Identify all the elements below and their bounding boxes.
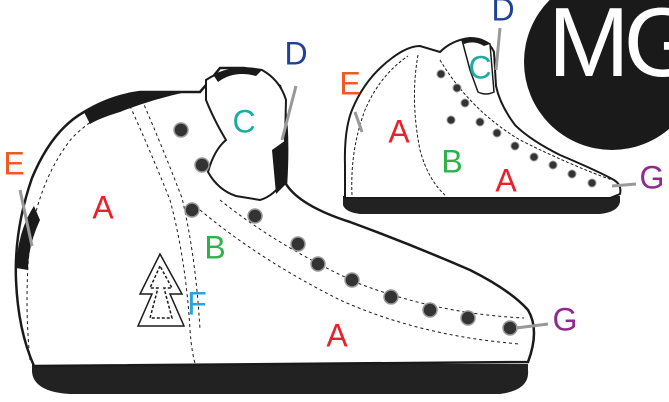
label-small-b: B [441, 143, 462, 179]
label-large-d: D [284, 35, 307, 71]
small-eyelet [476, 118, 484, 126]
label-small-a-right: A [495, 162, 517, 198]
small-eyelet [461, 99, 469, 107]
large-eyelet [248, 209, 262, 223]
small-leader-g [612, 184, 636, 186]
large-eyelet [291, 237, 305, 251]
small-eyelet [493, 129, 501, 137]
label-large-g: G [553, 301, 578, 337]
large-eyelet [311, 257, 325, 271]
label-large-f: F [187, 285, 207, 321]
small-eyelet [511, 142, 519, 150]
small-leader-d [496, 28, 500, 70]
large-eyelet [503, 321, 517, 335]
label-small-e: E [339, 65, 360, 101]
small-eyelet [453, 84, 461, 92]
small-eyelet [549, 161, 557, 169]
large-eyelet [384, 290, 398, 304]
small-eyelet [568, 170, 576, 178]
small-eyelet [447, 116, 455, 124]
large-eyelet [185, 203, 199, 217]
label-small-c: C [468, 49, 491, 85]
label-large-c: C [232, 103, 255, 139]
label-large-e: E [3, 145, 24, 181]
large-eyelet [345, 273, 359, 287]
large-eyelet [423, 303, 437, 317]
small-eyelet [437, 70, 445, 78]
label-small-d: D [491, 0, 514, 27]
large-skate-sole [32, 364, 528, 394]
small-eyelet [530, 153, 538, 161]
logo-text: MG- [548, 0, 669, 97]
large-eyelet [461, 311, 475, 325]
label-large-b: B [204, 229, 225, 265]
label-large-a-bottom: A [326, 317, 348, 353]
large-eyelet [174, 123, 188, 137]
label-small-g: G [640, 159, 665, 195]
label-small-a-left: A [388, 113, 410, 149]
brand-logo: MG- [524, 0, 669, 150]
label-large-a-top: A [92, 189, 114, 225]
large-eyelet [195, 158, 209, 172]
small-eyelet [588, 179, 596, 187]
